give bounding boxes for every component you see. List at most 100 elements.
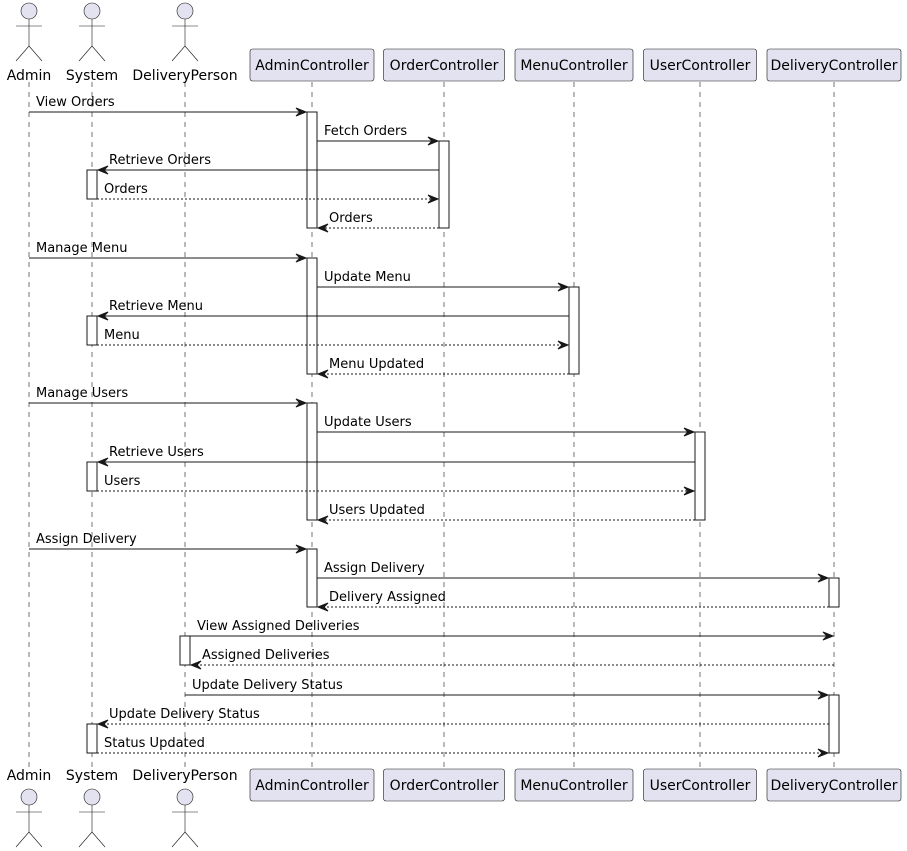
activation-delivery-controller	[828, 577, 840, 608]
participant-label: OrderController	[390, 58, 499, 74]
message-return: Users Updated	[316, 503, 695, 525]
arrowhead-icon	[295, 107, 308, 117]
arrowhead-icon	[683, 427, 696, 437]
participant-delivery-controller-top: DeliveryController	[766, 48, 902, 82]
message-return: Update Delivery Status	[96, 707, 829, 729]
message-label: Delivery Assigned	[329, 590, 446, 605]
participant-menu-controller-top: MenuController	[514, 48, 634, 82]
arrowhead-icon	[295, 253, 308, 263]
actor-label: DeliveryPerson	[132, 768, 237, 784]
arrowhead-icon	[817, 573, 830, 583]
participant-box	[766, 48, 902, 82]
lifelines	[28, 82, 835, 770]
message-label: Assigned Deliveries	[202, 648, 330, 663]
actor-icon	[78, 788, 106, 848]
message-call: Retrieve Orders	[96, 153, 439, 175]
participant-user-controller-bottom: UserController	[643, 768, 757, 802]
message-label: Retrieve Users	[109, 445, 204, 460]
message-call: View Orders	[29, 95, 308, 117]
activation-user-controller	[694, 431, 706, 521]
message-label: Assign Delivery	[324, 561, 425, 576]
arrowhead-icon	[316, 369, 329, 379]
actor-label: DeliveryPerson	[132, 68, 237, 84]
arrowhead-icon	[817, 748, 830, 758]
participant-box	[383, 48, 505, 82]
actor-icon	[15, 788, 43, 848]
actor-delivery-person-top: DeliveryPerson	[132, 2, 238, 84]
message-return: Orders	[316, 211, 439, 233]
arrowhead-icon	[96, 311, 109, 321]
arrowhead-icon	[822, 631, 835, 641]
message-call: Update Menu	[317, 270, 570, 292]
participant-box	[383, 768, 505, 802]
message-label: Update Menu	[324, 270, 411, 285]
message-label: Retrieve Orders	[109, 153, 211, 168]
activation-admin-controller	[306, 548, 318, 608]
participant-user-controller-top: UserController	[643, 48, 757, 82]
participant-box	[766, 768, 902, 802]
participant-delivery-controller-bottom: DeliveryController	[766, 768, 902, 802]
message-label: Menu Updated	[329, 357, 424, 372]
activation-delivery-controller	[828, 694, 840, 754]
actor-delivery-person-bottom: DeliveryPerson	[132, 768, 238, 848]
message-return: Menu	[97, 328, 570, 350]
arrowhead-icon	[557, 282, 570, 292]
arrowhead-icon	[295, 398, 308, 408]
message-return: Users	[97, 474, 696, 496]
participant-order-controller-bottom: OrderController	[383, 768, 505, 802]
activation-system	[86, 315, 98, 346]
message-return: Orders	[97, 182, 440, 204]
participant-order-controller-top: OrderController	[383, 48, 505, 82]
participant-box	[514, 768, 634, 802]
arrowhead-icon	[683, 486, 696, 496]
arrowhead-icon	[817, 690, 830, 700]
participant-box	[514, 48, 634, 82]
message-label: Fetch Orders	[324, 124, 407, 139]
message-call: Manage Menu	[29, 241, 308, 263]
actor-label: System	[66, 68, 118, 84]
actor-system-bottom: System	[66, 768, 118, 848]
participant-label: AdminController	[255, 778, 369, 794]
arrowhead-icon	[427, 136, 440, 146]
arrowhead-icon	[316, 515, 329, 525]
participant-box	[249, 48, 375, 82]
participant-box	[249, 768, 375, 802]
arrowhead-icon	[96, 165, 109, 175]
arrowhead-icon	[295, 544, 308, 554]
message-label: Status Updated	[104, 736, 205, 751]
participant-label: DeliveryController	[771, 778, 898, 794]
activation-menu-controller	[568, 286, 580, 375]
message-label: Orders	[104, 182, 148, 197]
actor-label: System	[66, 768, 118, 784]
activation-system	[86, 461, 98, 492]
message-label: Update Delivery Status	[192, 678, 343, 693]
message-return: Status Updated	[97, 736, 830, 758]
activation-delivery-person	[179, 635, 191, 666]
participant-label: MenuController	[520, 778, 628, 794]
message-label: Retrieve Menu	[109, 299, 203, 314]
actor-system-top: System	[66, 2, 118, 84]
arrowhead-icon	[96, 719, 109, 729]
message-label: View Assigned Deliveries	[197, 619, 360, 634]
arrowhead-icon	[96, 457, 109, 467]
activation-system	[86, 723, 98, 754]
actor-label: Admin	[7, 768, 52, 784]
message-label: Manage Users	[36, 386, 128, 401]
message-label: Update Delivery Status	[109, 707, 260, 722]
message-call: Retrieve Users	[96, 445, 695, 467]
message-call: Manage Users	[29, 386, 308, 408]
message-label: Users	[104, 474, 141, 489]
message-return: Assigned Deliveries	[189, 648, 834, 670]
participant-admin-controller-top: AdminController	[249, 48, 375, 82]
message-call: Fetch Orders	[317, 124, 440, 146]
activation-system	[86, 169, 98, 200]
participant-label: UserController	[650, 778, 751, 794]
message-label: Update Users	[324, 415, 412, 430]
message-return: Menu Updated	[316, 357, 569, 379]
actor-icon	[15, 2, 43, 62]
participant-label: MenuController	[520, 58, 628, 74]
message-label: Menu	[104, 328, 140, 343]
message-call: Update Users	[317, 415, 696, 437]
